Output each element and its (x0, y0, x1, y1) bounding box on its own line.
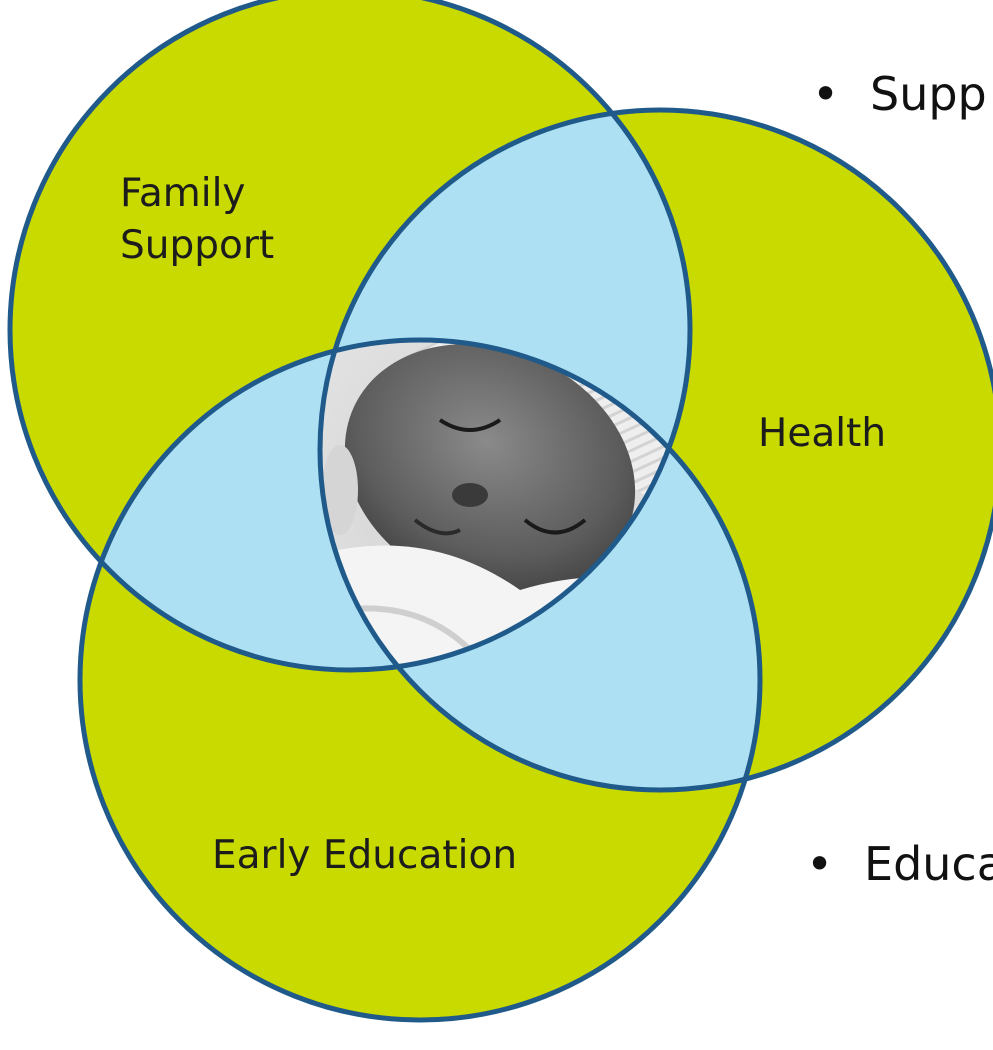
label-health: Health (758, 408, 886, 460)
outline-family-support (7, 0, 693, 673)
bullet-education: • Educa (806, 836, 993, 892)
bullet-marker: • (812, 67, 840, 121)
label-family-line2: Support (120, 223, 275, 268)
bullet-text: Supp (870, 67, 987, 121)
label-early-education-text: Early Education (212, 833, 518, 878)
label-family-line1: Family (120, 171, 246, 216)
label-family-support: Family Support (120, 168, 274, 272)
outline-early-education (77, 337, 763, 1023)
bullet-marker: • (806, 837, 834, 891)
label-health-text: Health (758, 411, 887, 456)
bullet-text: Educa (864, 837, 993, 891)
outline-health (317, 107, 993, 793)
bullet-support: • Supp (812, 66, 987, 122)
label-early-education: Early Education (212, 830, 517, 882)
